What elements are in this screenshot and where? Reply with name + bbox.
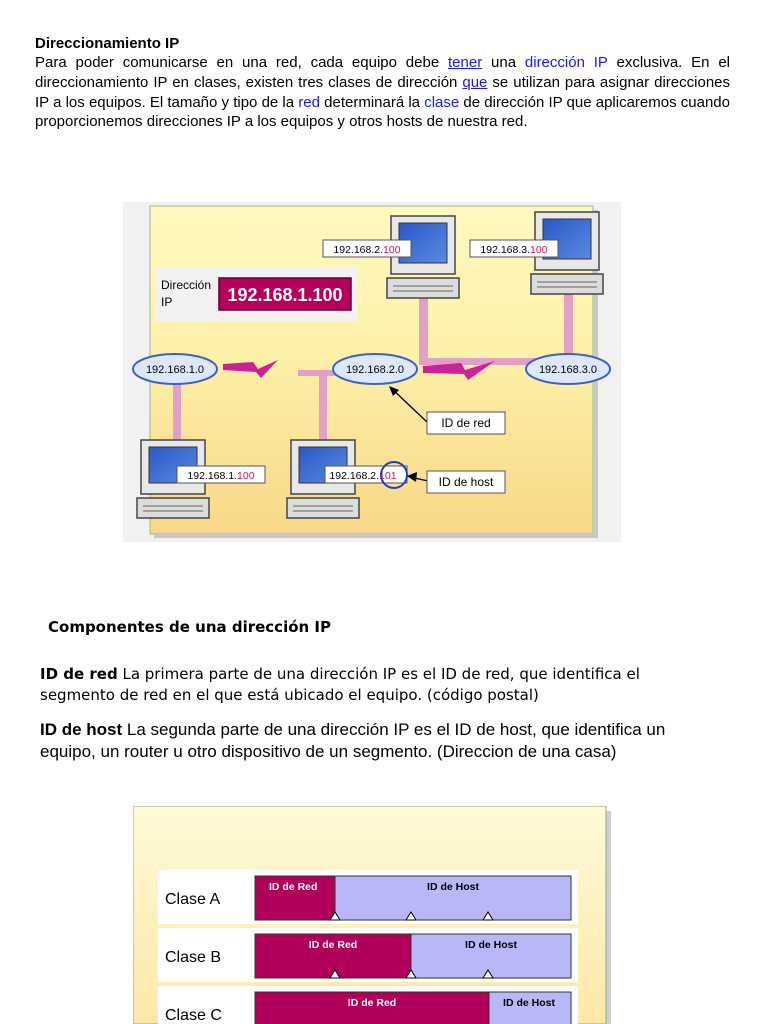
pc-address-top2: 192.168.3.100: [480, 244, 547, 256]
class-b-host-label: ID de Host: [465, 939, 517, 951]
ip-address-value: 192.168.1.100: [227, 285, 342, 305]
section-title-componentes: Componentes de una dirección IP: [48, 618, 331, 636]
section-title-direccionamiento: Direccionamiento IP: [35, 35, 179, 52]
intro-paragraph: Para poder comunicarse en una red, cada …: [35, 53, 730, 132]
network-label-3: 192.168.3.0: [539, 364, 597, 376]
class-b-label: Clase B: [165, 949, 221, 966]
class-a-red-label: ID de Red: [269, 881, 317, 893]
link-tener[interactable]: tener: [448, 54, 482, 71]
ip-address-label-2: IP: [161, 295, 172, 309]
id-host-paragraph: ID de host La segunda parte de una direc…: [40, 719, 700, 763]
id-red-text: La primera parte de una dirección IP es …: [40, 665, 640, 704]
callout-id-host-label: ID de host: [439, 475, 494, 489]
network-label-2: 192.168.2.0: [346, 364, 404, 376]
link-direccion-ip[interactable]: dirección IP: [525, 54, 608, 71]
network-diagram: Dirección IP 192.168.1.100 192.168.1.0 1…: [123, 202, 621, 542]
class-c-red-label: ID de Red: [348, 997, 396, 1009]
class-a-label: Clase A: [165, 891, 220, 908]
link-que[interactable]: que: [462, 74, 487, 91]
link-red[interactable]: red: [298, 94, 320, 111]
class-a-host-label: ID de Host: [427, 881, 479, 893]
link-clase[interactable]: clase: [424, 94, 459, 111]
callout-id-red-label: ID de red: [441, 416, 490, 430]
id-host-term: ID de host: [40, 720, 122, 739]
intro-text-a: Para poder comunicarse en una red, cada …: [35, 54, 448, 71]
intro-text-e: determinará la: [320, 94, 424, 111]
class-c-host-label: ID de Host: [503, 997, 555, 1009]
class-c-label: Clase C: [165, 1007, 222, 1024]
class-b-red-label: ID de Red: [309, 939, 357, 951]
ip-address-label-1: Dirección: [161, 278, 211, 292]
network-label-1: 192.168.1.0: [146, 364, 204, 376]
pc-address-top1: 192.168.2.100: [333, 244, 400, 256]
id-red-paragraph: ID de red La primera parte de una direcc…: [40, 664, 680, 706]
id-host-text: La segunda parte de una dirección IP es …: [40, 720, 665, 761]
id-red-term: ID de red: [40, 665, 118, 683]
intro-text-b: una: [482, 54, 525, 71]
pc-address-bottom2: 192.168.2.101: [329, 470, 396, 482]
pc-address-bottom1: 192.168.1.100: [187, 470, 254, 482]
ip-class-diagram: Clase A ID de Red ID de Host Clase B ID …: [133, 806, 611, 1024]
